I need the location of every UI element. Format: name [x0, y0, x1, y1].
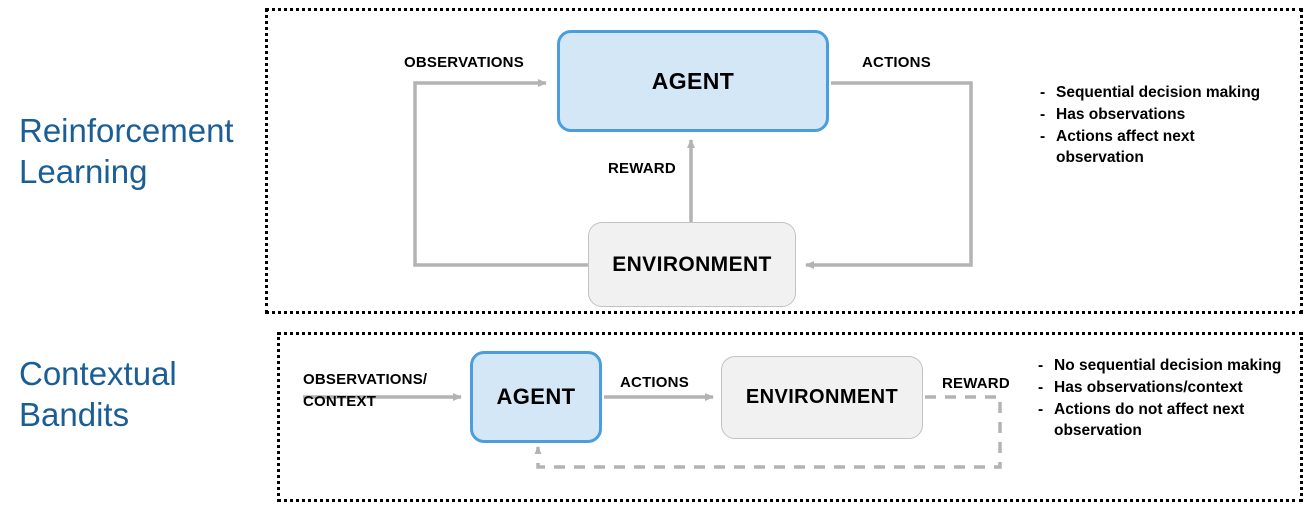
cb-actions-label: ACTIONS [620, 374, 689, 391]
bullet-dash-icon: - [1038, 357, 1044, 374]
rl-environment-node[interactable]: ENVIRONMENT [588, 222, 796, 307]
list-item: - No sequential decision making [1038, 355, 1293, 376]
list-item: - Sequential decision making [1040, 82, 1270, 103]
list-item: - Has observations/context [1038, 377, 1293, 398]
bullet-dash-icon: - [1038, 401, 1044, 418]
cb-environment-node[interactable]: ENVIRONMENT [721, 356, 923, 439]
cb-observations-label: OBSERVATIONS/ CONTEXT [303, 371, 428, 410]
section-title-reinforcement-learning: Reinforcement Learning [19, 112, 234, 190]
rl-reward-label: REWARD [608, 160, 676, 177]
rl-bullet-list: - Sequential decision making - Has obser… [1040, 82, 1270, 169]
cb-agent-node[interactable]: AGENT [470, 351, 602, 443]
bullet-dash-icon: - [1040, 84, 1046, 101]
cb-bullet-list: - No sequential decision making - Has ob… [1038, 355, 1293, 442]
list-item: - Actions do not affect next observation [1038, 399, 1293, 441]
bullet-text: Actions affect next observation [1056, 128, 1195, 166]
rl-actions-label: ACTIONS [862, 54, 931, 71]
list-item: - Has observations [1040, 104, 1270, 125]
bullet-text: Sequential decision making [1056, 84, 1261, 101]
list-item: - Actions affect next observation [1040, 126, 1270, 168]
section-title-contextual-bandits: Contextual Bandits [19, 355, 177, 433]
bullet-text: Has observations [1056, 106, 1186, 123]
rl-agent-node[interactable]: AGENT [557, 30, 829, 132]
bullet-dash-icon: - [1040, 128, 1046, 145]
bullet-dash-icon: - [1040, 106, 1046, 123]
cb-reward-label: REWARD [942, 375, 1010, 392]
bullet-text: Has observations/context [1054, 379, 1243, 396]
bullet-text: No sequential decision making [1054, 357, 1282, 374]
rl-observations-label: OBSERVATIONS [404, 54, 524, 71]
bullet-text: Actions do not affect next observation [1054, 401, 1245, 439]
bullet-dash-icon: - [1038, 379, 1044, 396]
